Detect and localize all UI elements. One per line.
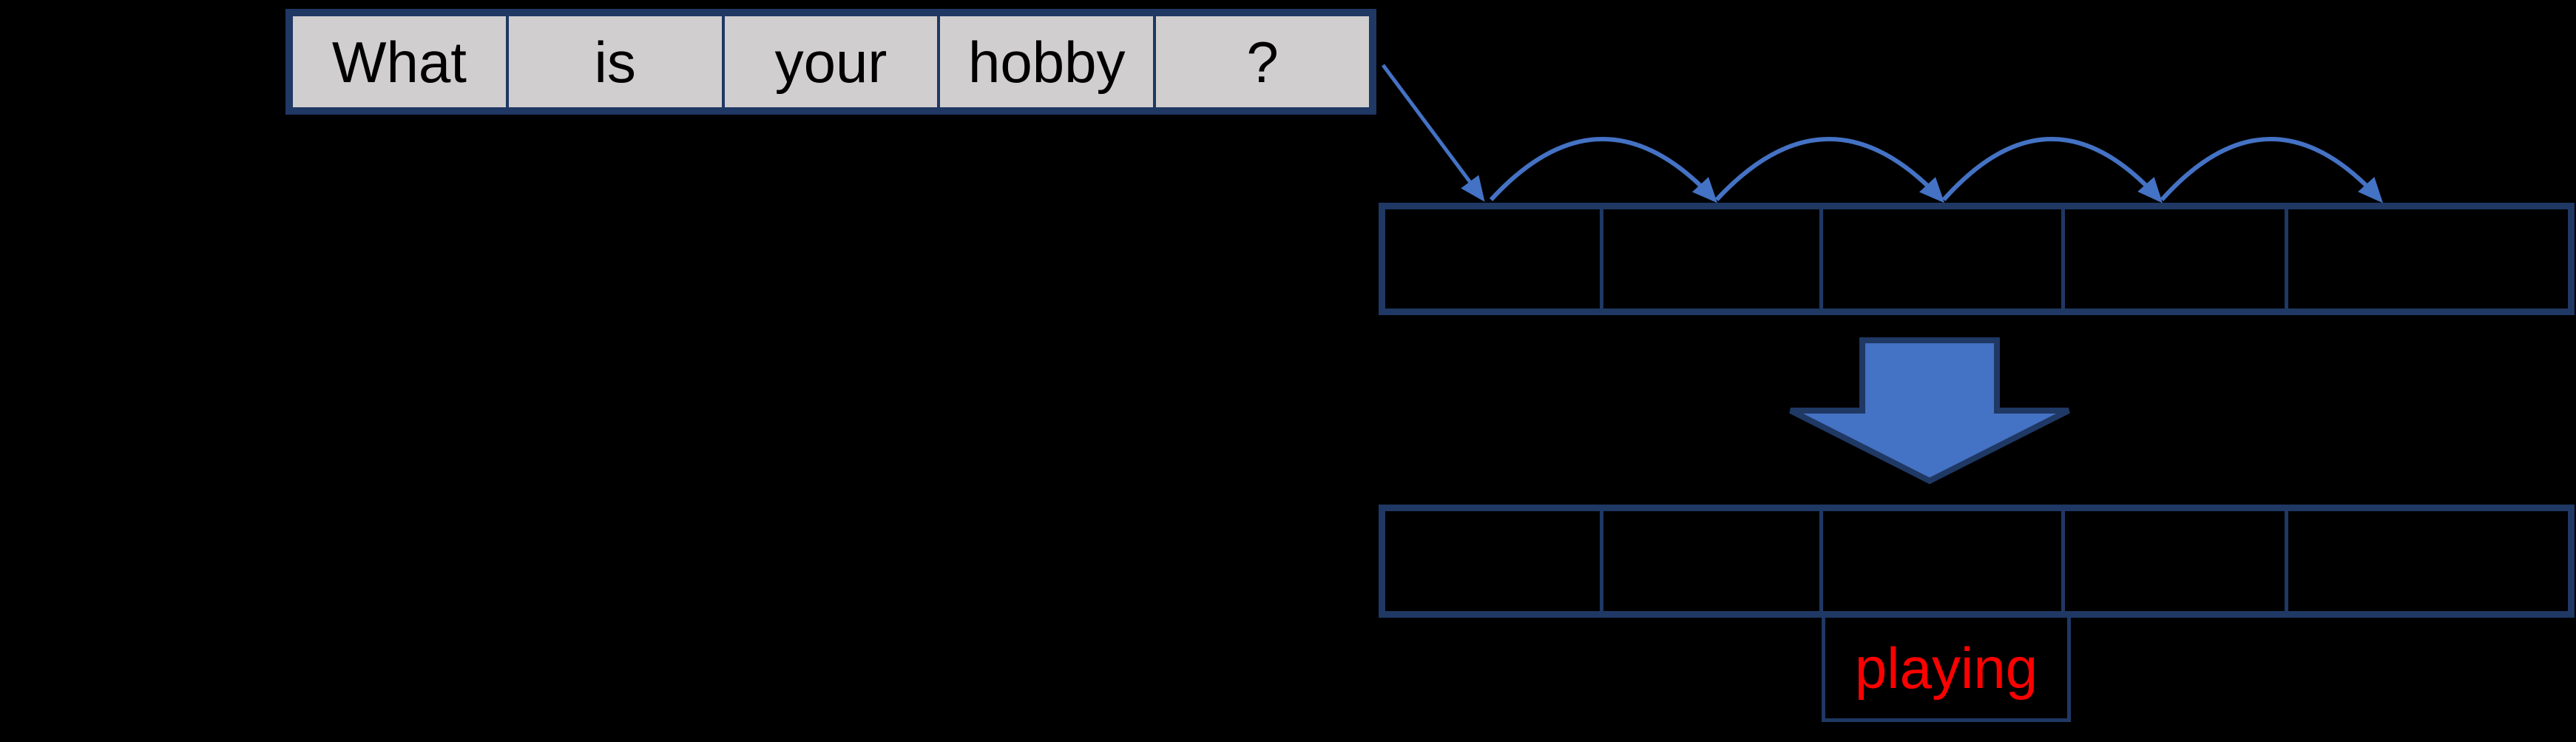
input-word-cell: What (331, 29, 467, 95)
arc-hop-arrow-icon (1941, 137, 2163, 203)
input-word-cell: is (505, 16, 722, 107)
input-word-cell: your (721, 16, 938, 107)
arc-hop-arrow-icon (1714, 137, 1945, 203)
predicted-word-cell: playing (1822, 614, 2071, 722)
arc-hop-arrow-icon (1489, 137, 1718, 203)
token-cell (1385, 209, 1600, 308)
token-cell (1819, 209, 2061, 308)
token-row-bottom (1379, 505, 2575, 618)
diagonal-arrow-icon (1381, 64, 1485, 202)
input-word-cell: hobby (937, 16, 1153, 107)
input-sentence-table: What is your hobby ? (285, 9, 1376, 115)
token-cell (1819, 511, 2061, 611)
token-cell (2061, 511, 2285, 611)
arc-hop-arrow-icon (2160, 137, 2384, 203)
token-cell (2285, 511, 2568, 611)
predicted-word-label: playing (1854, 635, 2038, 701)
token-cell (1600, 209, 1819, 308)
token-cell (2285, 209, 2568, 308)
token-cell (1600, 511, 1819, 611)
token-cell (1385, 511, 1600, 611)
input-word-cell: ? (1153, 16, 1369, 107)
block-down-arrow-icon (1789, 337, 2070, 485)
token-cell (2061, 209, 2285, 308)
token-row-top (1379, 203, 2575, 315)
